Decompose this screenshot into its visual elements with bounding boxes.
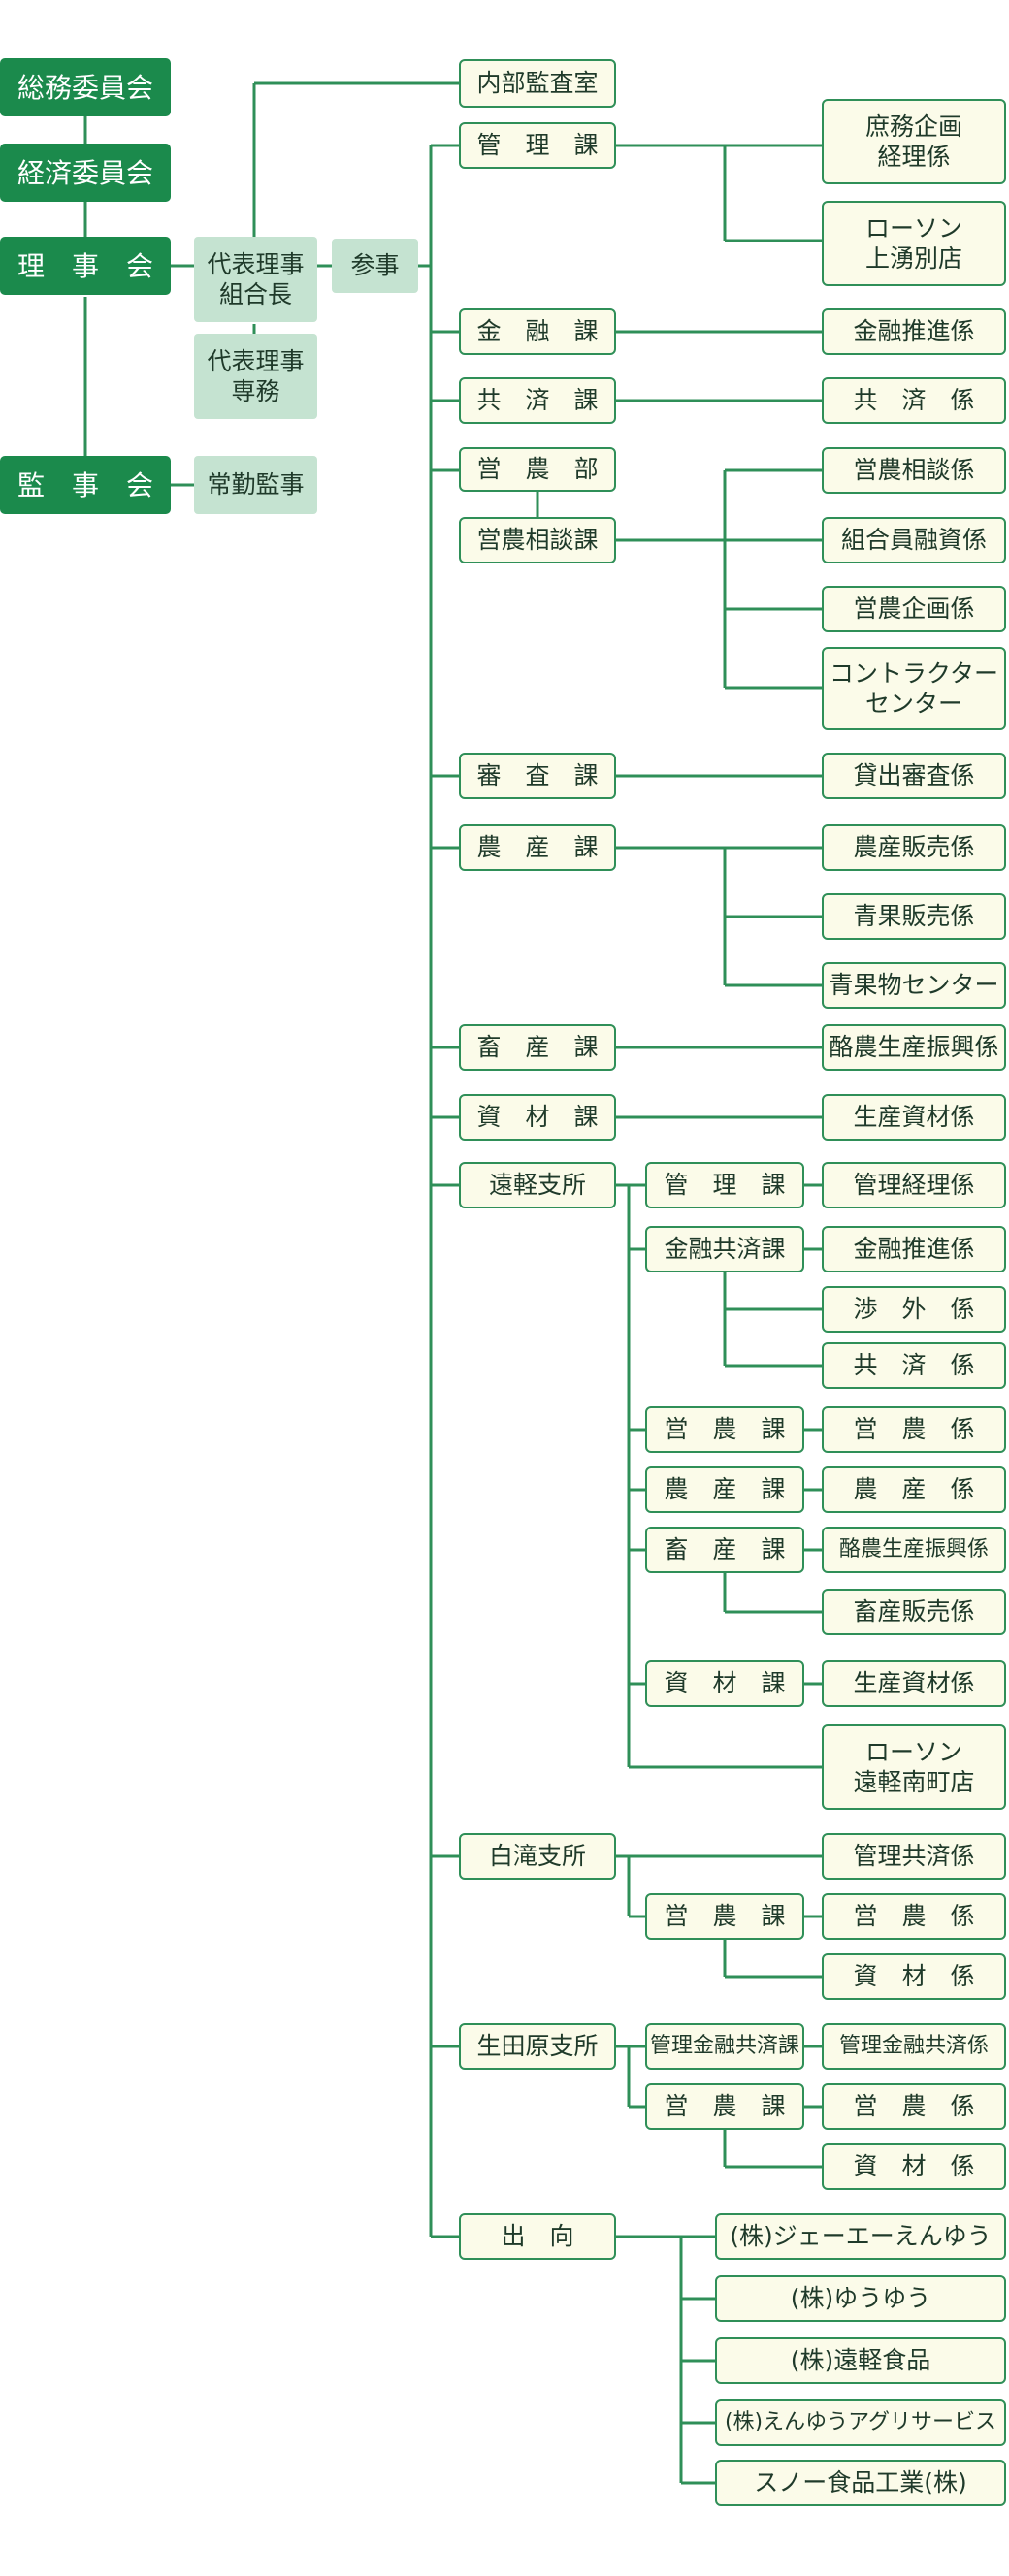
mutual-div-box: 共 済 課 [459, 377, 616, 424]
rep-director-president-box: 代表理事 組合長 [194, 237, 317, 322]
board-of-directors-box: 理 事 会 [0, 237, 171, 295]
engaru-farming-sec-box: 営 農 係 [822, 1406, 1006, 1453]
farming-consult-div-box: 営農相談課 [459, 517, 616, 564]
agri-sales-sec-box: 農産販売係 [822, 824, 1006, 871]
loan-review-sec-box: 貸出審査係 [822, 753, 1006, 799]
produce-center-box: 青果物センター [822, 962, 1006, 1009]
engaru-livestock-div-box: 畜 産 課 [645, 1527, 804, 1573]
general-affairs-accounting-box: 庶務企画 経理係 [822, 99, 1006, 184]
engaru-dairy-promotion-sec-box: 酪農生産振興係 [822, 1527, 1006, 1573]
ja-enyu-box: (株)ジェーエーえんゆう [715, 2213, 1006, 2260]
produce-sales-sec-box: 青果販売係 [822, 893, 1006, 940]
finance-promotion-box: 金融推進係 [822, 308, 1006, 355]
finance-div-box: 金 融 課 [459, 308, 616, 355]
shirataki-farming-div-box: 営 農 課 [645, 1893, 804, 1940]
ikutahara-mgmt-finance-mutual-sec-box: 管理金融共済係 [822, 2023, 1006, 2070]
management-div-box: 管 理 課 [459, 122, 616, 169]
engaru-livestock-sales-sec-box: 畜産販売係 [822, 1589, 1006, 1635]
livestock-div-box: 畜 産 課 [459, 1024, 616, 1071]
farming-dept-box: 営 農 部 [459, 447, 616, 492]
lawson-kamiyubetsu-box: ローソン 上湧別店 [822, 201, 1006, 286]
ikutahara-farming-div-box: 営 農 課 [645, 2083, 804, 2130]
shirataki-materials-sec-box: 資 材 係 [822, 1953, 1006, 2000]
engaru-finance-promotion-sec-box: 金融推進係 [822, 1226, 1006, 1272]
engaru-mutual-sec-box: 共 済 係 [822, 1342, 1006, 1389]
yuyu-box: (株)ゆうゆう [715, 2275, 1006, 2322]
internal-audit-box: 内部監査室 [459, 59, 616, 108]
full-time-auditor-box: 常勤監事 [194, 456, 317, 514]
shirataki-management-mutual-sec-box: 管理共済係 [822, 1833, 1006, 1880]
engaru-agri-products-sec-box: 農 産 係 [822, 1466, 1006, 1513]
production-materials-sec-box: 生産資材係 [822, 1094, 1006, 1141]
shirataki-farming-sec-box: 営 農 係 [822, 1893, 1006, 1940]
farming-planning-sec-box: 営農企画係 [822, 586, 1006, 632]
engaru-finance-mutual-div-box: 金融共済課 [645, 1226, 804, 1272]
enyu-agri-service-box: (株)えんゆうアグリサービス [715, 2399, 1006, 2446]
contractor-center-box: コントラクター センター [822, 647, 1006, 730]
councilor-box: 参事 [332, 239, 418, 293]
economic-committee-box: 経済委員会 [0, 144, 171, 202]
engaru-production-materials-sec-box: 生産資材係 [822, 1660, 1006, 1707]
agri-products-div-box: 農 産 課 [459, 824, 616, 871]
ikutahara-farming-sec-box: 営 農 係 [822, 2083, 1006, 2130]
engaru-management-accounting-sec-box: 管理経理係 [822, 1162, 1006, 1208]
ikutahara-materials-sec-box: 資 材 係 [822, 2143, 1006, 2190]
farming-consult-sec-box: 営農相談係 [822, 447, 1006, 494]
rep-director-managing-box: 代表理事 専務 [194, 334, 317, 419]
general-affairs-committee-box: 総務委員会 [0, 58, 171, 116]
ikutahara-mgmt-finance-mutual-div-box: 管理金融共済課 [645, 2023, 804, 2070]
review-div-box: 審 査 課 [459, 753, 616, 799]
engaru-external-sec-box: 渉 外 係 [822, 1286, 1006, 1333]
engaru-management-div-box: 管 理 課 [645, 1162, 804, 1208]
lawson-engaru-minami-box: ローソン 遠軽南町店 [822, 1724, 1006, 1810]
snow-foods-box: スノー食品工業(株) [715, 2460, 1006, 2506]
ikutahara-branch-box: 生田原支所 [459, 2023, 616, 2070]
auditors-box: 監 事 会 [0, 456, 171, 514]
engaru-branch-box: 遠軽支所 [459, 1162, 616, 1208]
mutual-sec-box: 共 済 係 [822, 377, 1006, 424]
engaru-foods-box: (株)遠軽食品 [715, 2337, 1006, 2384]
engaru-farming-div-box: 営 農 課 [645, 1406, 804, 1453]
secondment-box: 出 向 [459, 2213, 616, 2260]
dairy-promotion-sec-box: 酪農生産振興係 [822, 1024, 1006, 1071]
engaru-agri-products-div-box: 農 産 課 [645, 1466, 804, 1513]
member-finance-sec-box: 組合員融資係 [822, 517, 1006, 564]
materials-div-box: 資 材 課 [459, 1094, 616, 1141]
shirataki-branch-box: 白滝支所 [459, 1833, 616, 1880]
engaru-materials-div-box: 資 材 課 [645, 1660, 804, 1707]
